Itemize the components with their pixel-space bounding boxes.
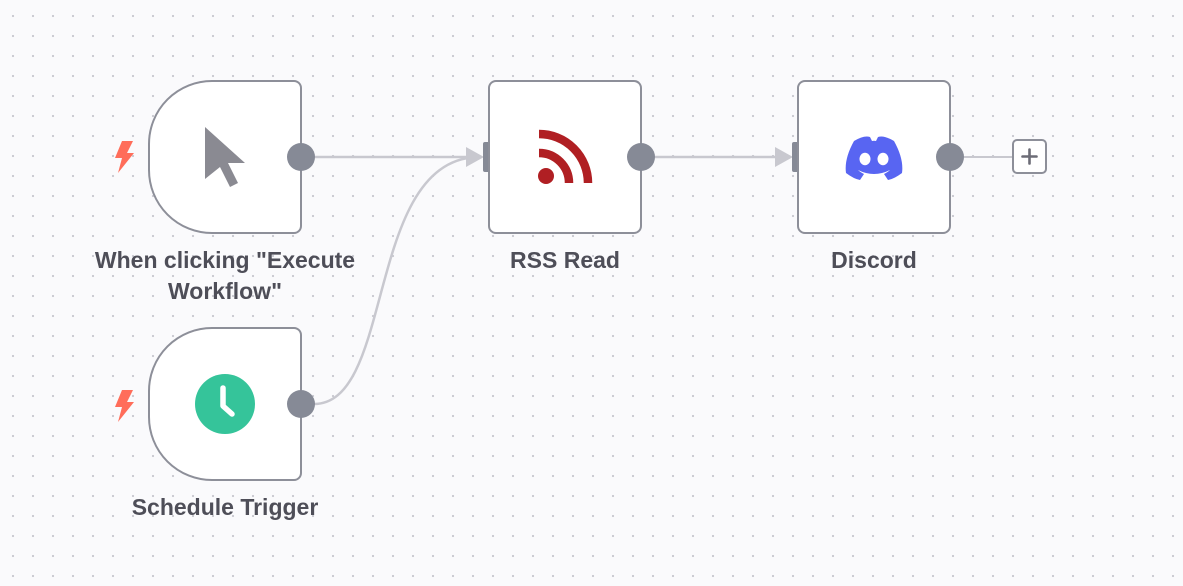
trigger-bolt-icon	[115, 390, 134, 422]
output-handle-rss-read[interactable]	[627, 143, 655, 171]
node-label-rss-read: RSS Read	[510, 247, 620, 273]
add-node-button[interactable]	[1012, 139, 1047, 174]
node-label-discord: Discord	[831, 247, 917, 273]
node-discord[interactable]	[797, 80, 951, 234]
connection-schedule-to-rss[interactable]	[313, 155, 479, 406]
arrowhead-rss-input	[466, 147, 484, 167]
clock-icon	[194, 373, 256, 435]
discord-icon	[842, 133, 906, 181]
trigger-bolt-icon	[115, 141, 134, 173]
node-rss-read[interactable]	[488, 80, 642, 234]
output-handle-schedule-trigger[interactable]	[287, 390, 315, 418]
pointer-cursor-icon	[203, 125, 247, 189]
output-handle-discord[interactable]	[936, 143, 964, 171]
output-handle-manual-trigger[interactable]	[287, 143, 315, 171]
plus-icon	[1021, 148, 1038, 165]
arrowhead-discord-input	[775, 147, 793, 167]
node-label-schedule-trigger: Schedule Trigger	[131, 494, 319, 520]
node-manual-trigger[interactable]	[148, 80, 302, 234]
node-schedule-trigger[interactable]	[148, 327, 302, 481]
node-label-manual-trigger: When clicking "Execute Workflow"	[94, 247, 356, 304]
rss-icon	[536, 128, 594, 186]
